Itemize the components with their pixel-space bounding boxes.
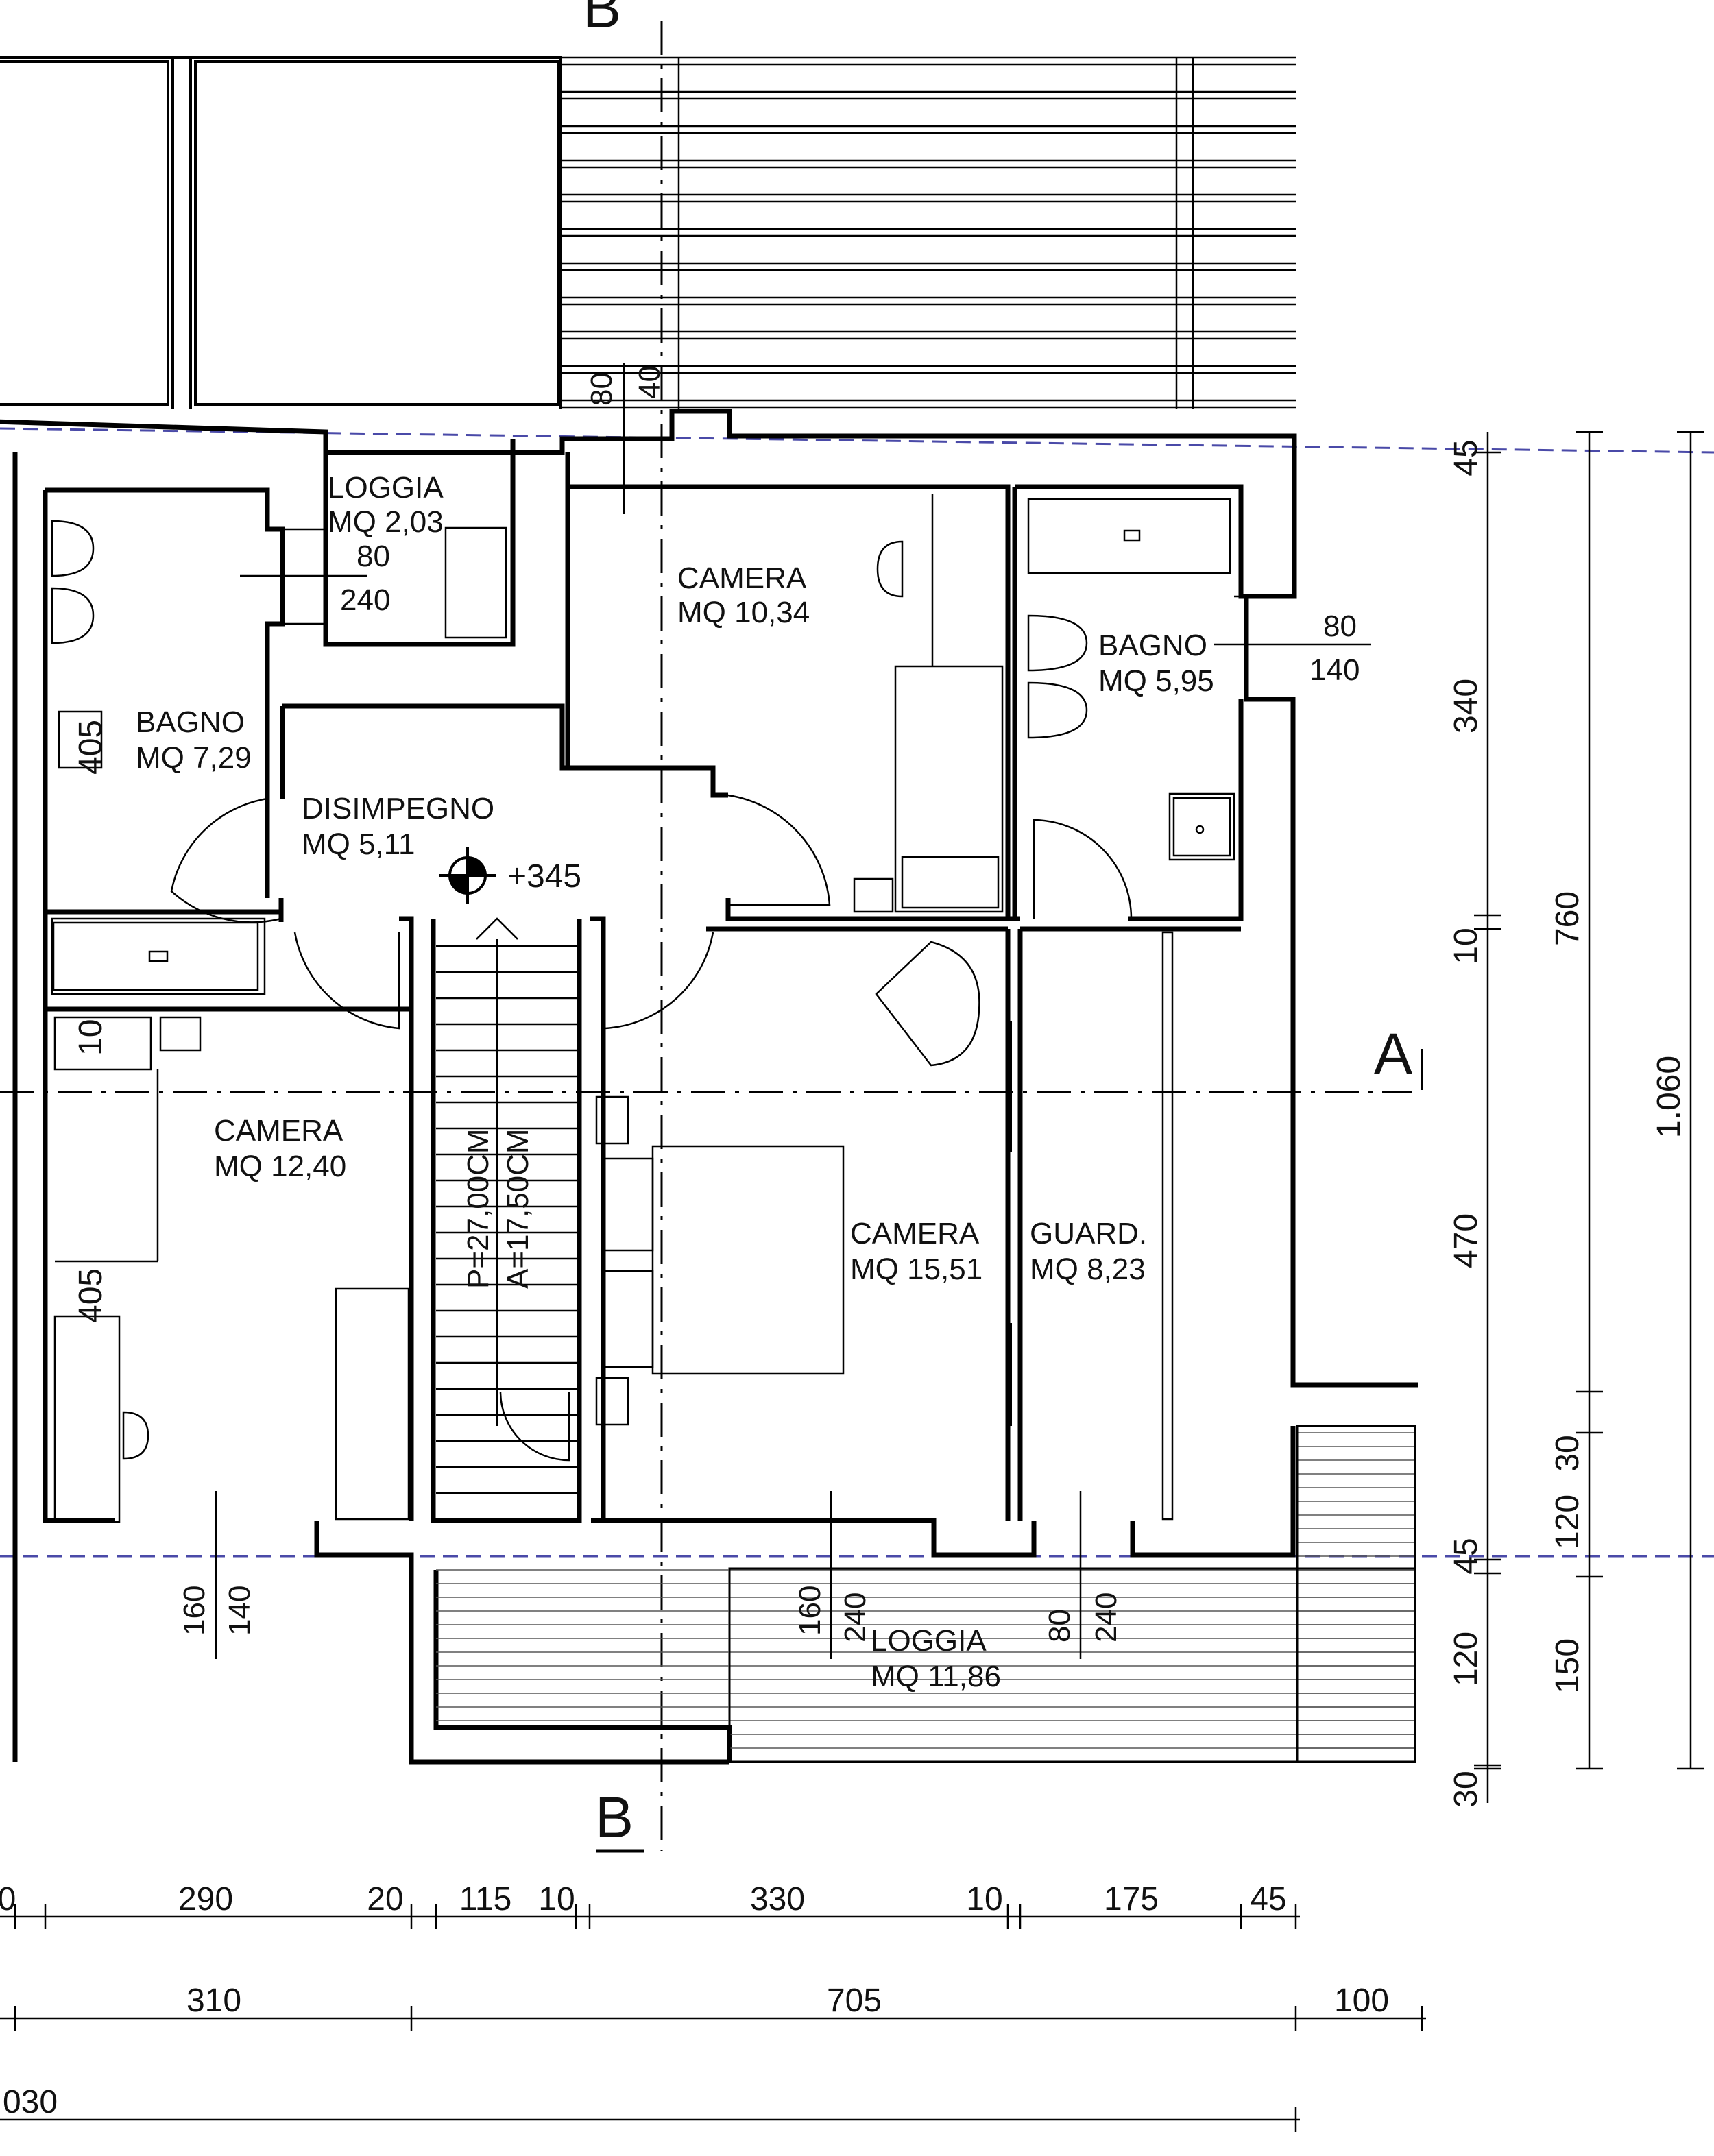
bagno-right-win-w: 80 (1323, 609, 1357, 643)
level-marker (439, 847, 496, 904)
dim-bottom-row1: 115 (459, 1881, 512, 1917)
camera-left-side-a: 10 (73, 1019, 109, 1056)
window-top-b: 40 (633, 365, 666, 399)
dim-bottom-row1: 10 (538, 1881, 575, 1917)
bagno-right-win-h: 140 (1309, 653, 1360, 687)
window-bottom-1b: 140 (223, 1586, 256, 1636)
camera-left-area: MQ 12,40 (214, 1150, 346, 1183)
dim-right-col3: 1.060 (1651, 1056, 1687, 1138)
dim-bottom-row1: 290 (178, 1881, 233, 1917)
dim-right-col1: 45 (1448, 1538, 1484, 1574)
window-bottom-1a: 160 (178, 1586, 211, 1636)
loggia-bottom-area: MQ 11,86 (871, 1660, 1001, 1693)
dimension-lines-bottom (0, 1904, 1426, 2132)
guard-area: MQ 8,23 (1030, 1252, 1146, 1286)
dim-right-col1: 120 (1448, 1632, 1484, 1686)
camera-top-name: CAMERA (677, 561, 807, 595)
staircase (436, 917, 577, 1494)
dim-right-col2: 30 (1549, 1435, 1586, 1471)
guard-name: GUARD. (1030, 1217, 1147, 1250)
window-bottom-3b: 240 (1089, 1592, 1123, 1643)
dim-bottom-row1: 10 (966, 1881, 1002, 1917)
window-top-a: 80 (585, 372, 618, 406)
camera-main-name: CAMERA (850, 1217, 980, 1250)
dim-bottom-row2: 100 (1334, 1983, 1389, 2019)
section-mark-b-bottom: B (595, 1785, 633, 1850)
door-swings (170, 794, 1133, 1462)
dim-bottom-row1: 0 (0, 1881, 16, 1917)
dim-right-col1: 30 (1448, 1771, 1484, 1807)
bagno-left-name: BAGNO (136, 705, 245, 739)
window-bottom-3a: 80 (1043, 1609, 1076, 1643)
stairs-tread: P=27,00CM (461, 1128, 495, 1289)
dim-right-col1: 470 (1448, 1213, 1484, 1268)
dim-bottom-row1: 330 (750, 1881, 805, 1917)
gravel-area (0, 56, 562, 409)
dim-bottom-row3: 030 (3, 2084, 58, 2120)
loggia-top-win-h: 240 (340, 583, 390, 617)
bagno-left-side: 405 (73, 720, 109, 775)
dim-right-col2: 150 (1549, 1638, 1586, 1693)
dim-right-col1: 45 (1448, 439, 1484, 476)
dimension-lines-right (1474, 431, 1704, 1803)
disimpegno-level: +345 (507, 858, 581, 895)
bagno-right-name: BAGNO (1098, 629, 1207, 662)
camera-top-area: MQ 10,34 (677, 596, 810, 629)
camera-left-side-b: 405 (73, 1268, 109, 1323)
camera-main-area: MQ 15,51 (850, 1252, 982, 1286)
loggia-bottom-name: LOGGIA (871, 1624, 987, 1658)
disimpegno-area: MQ 5,11 (302, 827, 415, 861)
interior-walls (43, 432, 1246, 1523)
dim-right-col1: 340 (1448, 679, 1484, 734)
bagno-left-area: MQ 7,29 (136, 741, 252, 775)
fixtures (51, 494, 1246, 1523)
window-ticks (215, 363, 1371, 1659)
disimpegno-name: DISIMPEGNO (302, 792, 494, 825)
loggia-deck (436, 1425, 1416, 1763)
dim-right-col2: 120 (1549, 1494, 1586, 1549)
dim-bottom-row2: 705 (827, 1983, 882, 2019)
dim-right-col1: 10 (1448, 928, 1484, 964)
dim-bottom-row1: 20 (367, 1881, 403, 1917)
pergola-slats (559, 56, 1296, 409)
section-mark-a-right: A (1374, 1021, 1412, 1086)
window-bottom-2a: 160 (793, 1586, 827, 1636)
camera-left-name: CAMERA (214, 1114, 343, 1148)
bagno-right-area: MQ 5,95 (1098, 664, 1214, 698)
window-bottom-2b: 240 (838, 1592, 872, 1643)
dim-bottom-row2: 310 (186, 1983, 241, 2019)
dim-right-col2: 760 (1549, 891, 1586, 946)
loggia-top-name: LOGGIA (328, 471, 444, 505)
loggia-top-area: MQ 2,03 (328, 505, 444, 539)
stairs-riser: A=17,50CM (501, 1128, 535, 1289)
loggia-top-win-w: 80 (357, 540, 390, 573)
dim-bottom-row1: 45 (1250, 1881, 1286, 1917)
dim-bottom-row1: 175 (1104, 1881, 1159, 1917)
section-mark-b-top: B (583, 0, 621, 40)
